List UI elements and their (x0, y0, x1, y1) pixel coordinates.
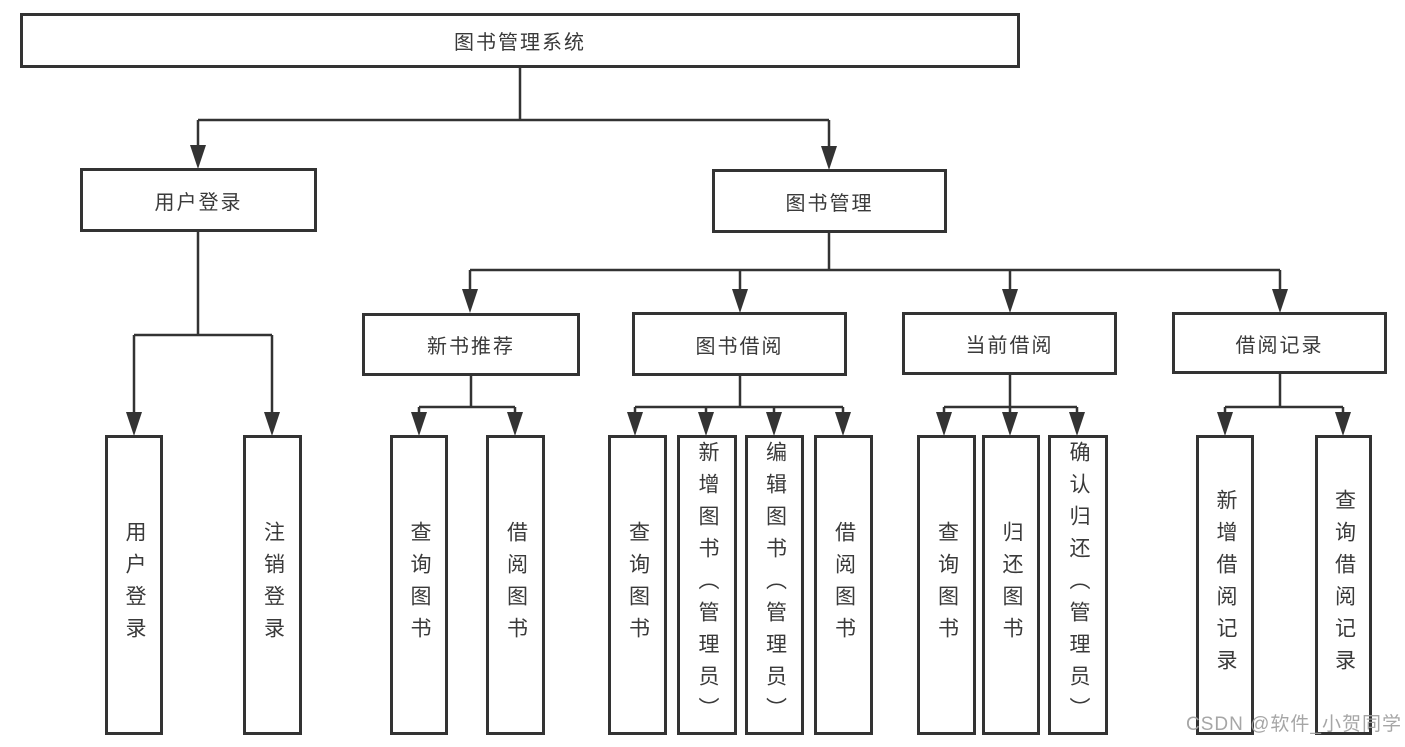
node-book-borrow: 图书借阅 (632, 312, 847, 376)
leaf-current-confirm-return-label: 确认归还（管理员） (1067, 441, 1090, 729)
node-current-borrow-label: 当前借阅 (965, 335, 1054, 357)
leaf-current-confirm-return: 确认归还（管理员） (1048, 435, 1108, 735)
node-borrow-records-label: 借阅记录 (1235, 334, 1324, 357)
node-borrow-records: 借阅记录 (1172, 312, 1387, 374)
leaf-records-add-record-label: 新增借阅记录 (1214, 489, 1237, 681)
node-user-login: 用户登录 (80, 168, 317, 232)
node-new-book-rec-label: 新书推荐 (427, 336, 515, 358)
leaf-borrow-search-books-label: 查询图书 (626, 521, 650, 649)
leaf-borrow-edit-books-label: 编辑图书（管理员） (763, 441, 787, 729)
leaf-current-return-books: 归还图书 (982, 435, 1040, 735)
leaf-records-search-record-label: 查询借阅记录 (1332, 489, 1356, 681)
node-root-label: 图书管理系统 (454, 32, 586, 54)
leaf-user-login: 用户登录 (105, 435, 163, 735)
leaf-newrec-borrow-books-label: 借阅图书 (504, 521, 528, 649)
leaf-logout-label: 注销登录 (261, 521, 285, 649)
node-new-book-rec: 新书推荐 (362, 313, 580, 376)
leaf-records-add-record: 新增借阅记录 (1196, 435, 1254, 735)
leaf-borrow-add-books: 新增图书（管理员） (677, 435, 737, 735)
leaf-newrec-search-books: 查询图书 (390, 435, 448, 735)
leaf-current-search-books-label: 查询图书 (935, 521, 959, 649)
node-root: 图书管理系统 (20, 13, 1020, 68)
leaf-records-search-record: 查询借阅记录 (1315, 435, 1372, 735)
leaf-borrow-edit-books: 编辑图书（管理员） (745, 435, 804, 735)
leaf-borrow-search-books: 查询图书 (608, 435, 667, 735)
node-current-borrow: 当前借阅 (902, 312, 1117, 375)
csdn-watermark: CSDN @软件_小贺同学 (1186, 714, 1402, 735)
leaf-current-return-books-label: 归还图书 (1000, 521, 1023, 649)
leaf-borrow-add-books-label: 新增图书（管理员） (696, 441, 719, 729)
node-user-login-label: 用户登录 (154, 191, 243, 214)
leaf-user-login-label: 用户登录 (123, 521, 146, 649)
leaf-newrec-search-books-label: 查询图书 (408, 521, 431, 649)
leaf-borrow-borrow-books: 借阅图书 (814, 435, 873, 735)
node-book-mgmt-label: 图书管理 (785, 192, 874, 215)
leaf-current-search-books: 查询图书 (917, 435, 976, 735)
leaf-borrow-borrow-books-label: 借阅图书 (832, 521, 856, 649)
node-book-borrow-label: 图书借阅 (695, 335, 784, 358)
node-book-mgmt: 图书管理 (712, 169, 947, 233)
leaf-logout: 注销登录 (243, 435, 302, 735)
leaf-newrec-borrow-books: 借阅图书 (486, 435, 545, 735)
